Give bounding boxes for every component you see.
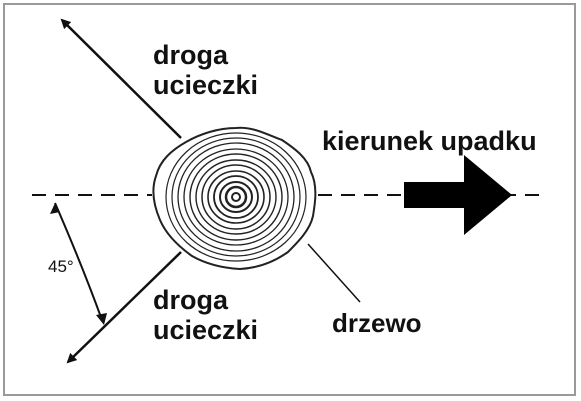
angle-arc-end-arrow xyxy=(96,313,107,325)
fall-direction-label: kierunek upadku xyxy=(322,126,537,156)
escape-route-bottom-arrow xyxy=(66,251,182,364)
angle-label: 45° xyxy=(48,257,74,276)
angle-arc xyxy=(54,202,103,321)
escape-route-bottom-label: droga ucieczki xyxy=(153,285,258,345)
angle-arc-start-arrow xyxy=(50,203,60,214)
escape-route-top-line1: droga xyxy=(153,40,229,70)
tree-label: drzewo xyxy=(332,308,422,338)
tree-cross-section xyxy=(152,126,317,271)
escape-route-top-line2: ucieczki xyxy=(153,70,259,100)
escape-route-top-arrow xyxy=(60,18,182,139)
tree-pith xyxy=(231,192,241,202)
escape-route-bottom-line1: droga xyxy=(153,285,229,315)
fall-direction-arrow xyxy=(404,155,512,235)
escape-route-top-label: droga ucieczki xyxy=(153,40,258,100)
tree-pointer-line xyxy=(307,243,361,303)
escape-route-bottom-line2: ucieczki xyxy=(153,315,259,345)
